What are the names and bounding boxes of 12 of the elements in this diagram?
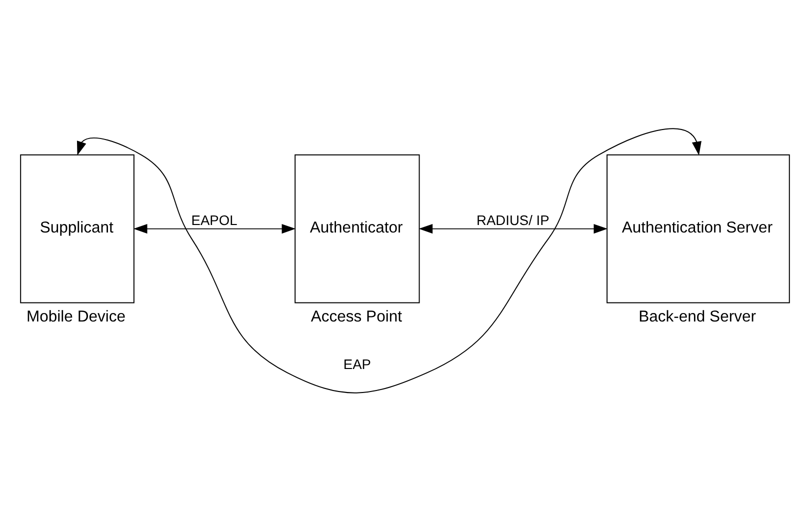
arrow: [418, 223, 608, 234]
node-label: Back-end Server: [638, 308, 756, 325]
node-box: Authenticator: [294, 154, 420, 303]
node-label: Access Point: [310, 308, 402, 325]
node-label: Mobile Device: [26, 308, 126, 325]
arrow: [133, 223, 296, 234]
edge-label: EAP: [343, 356, 371, 372]
node-box: Supplicant: [20, 154, 134, 303]
edge-label: EAPOL: [191, 212, 238, 228]
arrow: [76, 128, 702, 393]
edge-label: RADIUS/ IP: [476, 212, 550, 228]
node-box: Authentication Server: [606, 154, 790, 303]
